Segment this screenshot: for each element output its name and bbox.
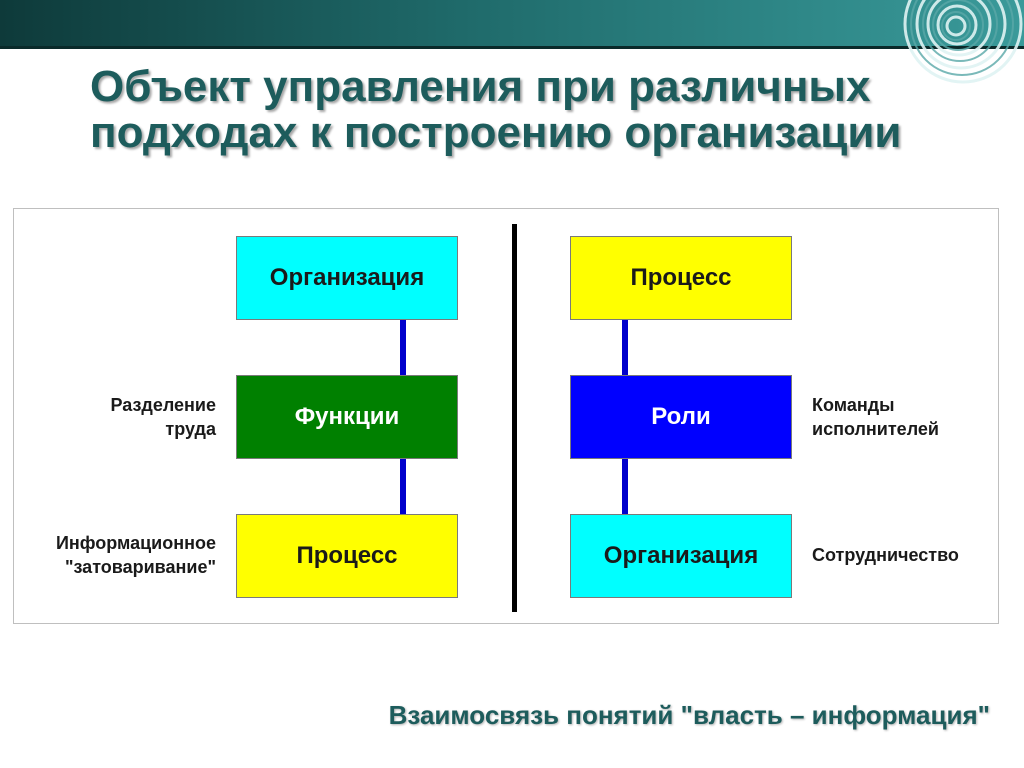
label-line: Разделение <box>110 395 216 415</box>
box-roles: Роли <box>570 375 792 459</box>
page-title: Объект управления при различных подходах… <box>90 64 990 156</box>
right-connector-1 <box>622 318 628 376</box>
box-organization-right: Организация <box>570 514 792 598</box>
box-label: Функции <box>294 403 400 430</box>
diagram-panel <box>13 208 999 624</box>
column-divider <box>512 224 517 612</box>
box-label: Процесс <box>630 264 732 291</box>
box-organization-left: Организация <box>236 236 458 320</box>
label-division-of-labor: Разделение труда <box>40 393 216 441</box>
header-bar <box>0 0 1024 46</box>
label-line: Команды <box>812 395 895 415</box>
right-connector-2 <box>622 457 628 515</box>
label-line: исполнителей <box>812 419 939 439</box>
header-underline <box>0 46 1024 49</box>
box-label: Роли <box>651 403 711 430</box>
box-label: Процесс <box>296 542 398 569</box>
label-line: "затоваривание" <box>64 557 216 577</box>
label-line: Информационное <box>55 533 216 553</box>
box-label: Организация <box>269 264 425 291</box>
box-process-right: Процесс <box>570 236 792 320</box>
box-functions: Функции <box>236 375 458 459</box>
title-line-2: подходах к построению организации <box>90 108 902 157</box>
left-connector-1 <box>400 318 406 376</box>
left-connector-2 <box>400 457 406 515</box>
spiral-logo-icon <box>895 0 1024 92</box>
label-cooperation: Сотрудничество <box>812 543 1012 567</box>
box-label: Организация <box>603 542 759 569</box>
box-process-left: Процесс <box>236 514 458 598</box>
title-line-1: Объект управления при различных <box>90 62 871 111</box>
label-information-overload: Информационное "затоваривание" <box>14 531 216 579</box>
label-line: Сотрудничество <box>812 545 959 565</box>
label-line: труда <box>165 419 216 439</box>
footer-caption: Взаимосвязь понятий "власть – информация… <box>388 700 990 730</box>
label-teams: Команды исполнителей <box>812 393 1012 441</box>
